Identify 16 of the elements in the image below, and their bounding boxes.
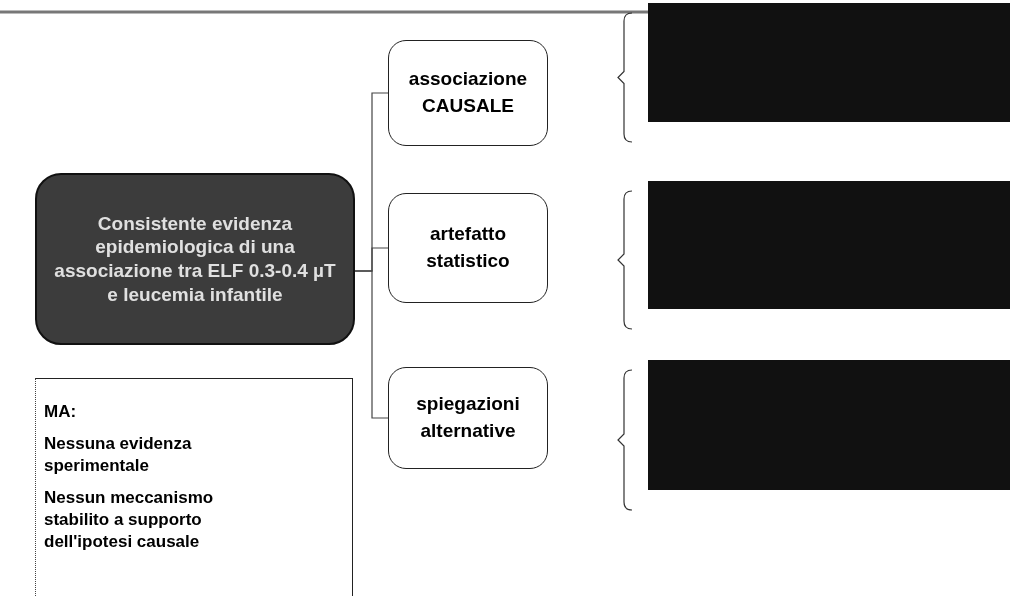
- note-heading: MA:: [44, 401, 77, 423]
- premise-box: [35, 173, 355, 345]
- option-box: [388, 40, 548, 146]
- box-label: spiegazioni alternative: [415, 392, 521, 443]
- option-box: [388, 367, 548, 469]
- note-text: Nessun meccanismo stabilito a supporto dell'ipotesi causale: [44, 487, 215, 554]
- note-box: [35, 378, 353, 596]
- box-label: artefatto statistico: [425, 222, 511, 273]
- filled-box: [648, 360, 1010, 490]
- filled-box: [648, 181, 1010, 309]
- filled-box: [648, 3, 1010, 122]
- box-label: Consistente evidenza epidemiologica di una associazione tra ELF 0.3-0.4 µT e leucemia infantile: [53, 211, 337, 307]
- box-label: associazione CAUSALE: [407, 67, 529, 118]
- connector-line: [354, 270, 389, 419]
- option-box: [388, 193, 548, 303]
- note-text: Nessuna evidenza sperimentale: [44, 433, 193, 478]
